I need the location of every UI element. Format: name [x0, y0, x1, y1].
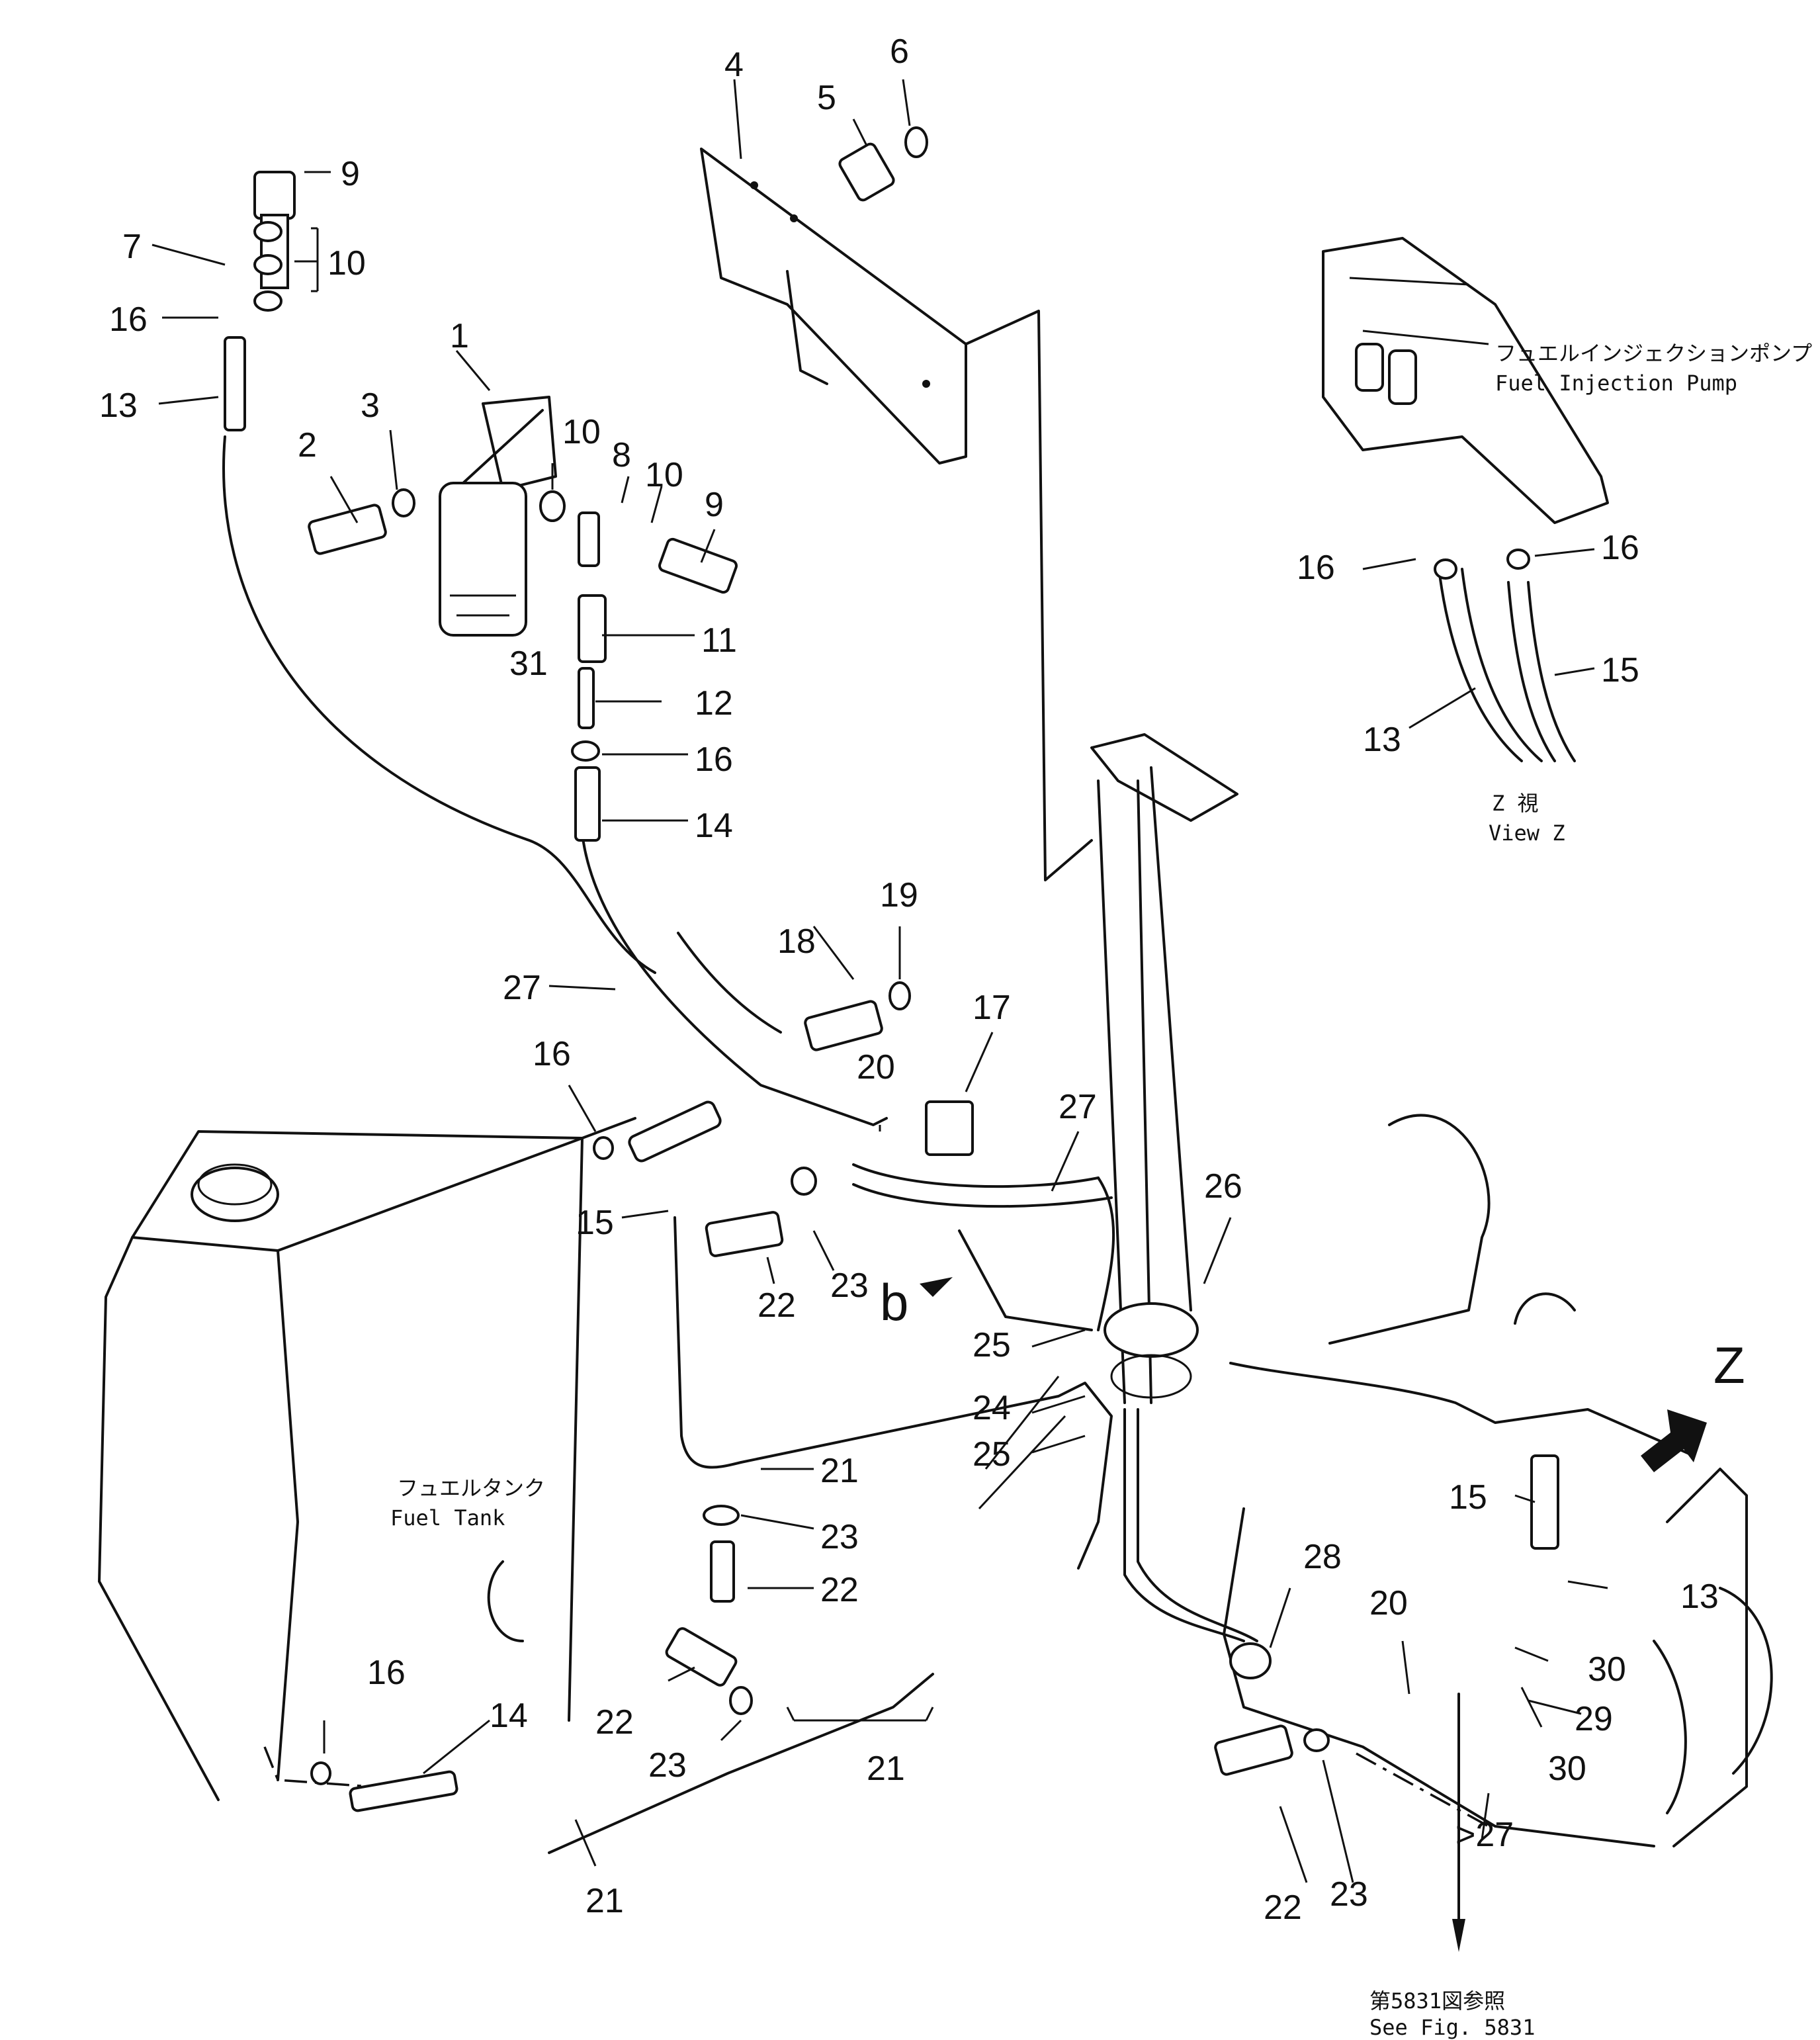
view-letter-b: b: [880, 1273, 908, 1331]
fuel-filter: [439, 396, 557, 637]
view-z-hoses: [1438, 568, 1576, 762]
callout-17: 17: [973, 989, 1011, 1027]
pump-label-jp: フュエルインジェクションポンプ: [1495, 341, 1812, 366]
callout-1: 1: [450, 317, 469, 355]
callout-22-bottom: 22: [595, 1703, 634, 1742]
callout-26: 26: [1204, 1167, 1242, 1206]
fuel-lines: [222, 435, 1258, 1854]
callout-21-bracket: 21: [867, 1750, 905, 1788]
view-z-label-jp: Z 視: [1492, 791, 1539, 816]
callout-19: 19: [880, 876, 918, 914]
see-fig-label-jp: 第5831図参照: [1369, 1988, 1505, 2014]
callout-10-mid: 10: [562, 413, 601, 451]
callout-16-tank: 16: [367, 1654, 406, 1692]
callout-16-left: 16: [533, 1035, 571, 1073]
fuel-injection-pump: [1322, 237, 1609, 524]
callout-30-top: 30: [1588, 1650, 1626, 1689]
callout-27-left: 27: [503, 969, 541, 1007]
callout-5: 5: [817, 79, 836, 117]
engine-outline: [1223, 1114, 1773, 1847]
callout-16-top: 16: [109, 300, 148, 339]
callout-11: 11: [701, 621, 737, 660]
callout-22-engine: 22: [1264, 1888, 1302, 1927]
callout-4: 4: [724, 46, 744, 84]
callout-12: 12: [695, 684, 733, 723]
z-arrow: [1641, 1409, 1707, 1472]
callout-15-z: 15: [1601, 651, 1639, 689]
support-frame: [958, 733, 1238, 1404]
callout-23-engine: 23: [1330, 1875, 1368, 1914]
callout-27-mid: 27: [1059, 1088, 1097, 1126]
callout-9-right: 9: [705, 486, 724, 524]
fuel-tank-label-jp: フュエルタンク: [397, 1476, 545, 1501]
callout-25-top: 25: [973, 1326, 1011, 1364]
pump-label-en: Fuel Injection Pump: [1495, 371, 1737, 396]
callout-22-mid: 22: [758, 1286, 796, 1325]
callout-8: 8: [612, 436, 631, 474]
callout-14-tank: 14: [490, 1697, 528, 1735]
callout-13-engine: 13: [1680, 1577, 1719, 1616]
callout-15-engine: 15: [1449, 1478, 1487, 1517]
callout-20-engine: 20: [1369, 1584, 1408, 1622]
fuel-tank: [98, 1117, 636, 1801]
callout-16-mid: 16: [695, 740, 733, 779]
callout-27-engine: >27: [1455, 1816, 1514, 1854]
callout-28: 28: [1303, 1538, 1342, 1576]
callout-10-right: 10: [645, 456, 683, 494]
callout-23-lower: 23: [820, 1518, 859, 1556]
callouts: 1 2 3 4 5 6 7 8 9 9 10 10 10 11 12 13 14…: [99, 32, 1719, 1927]
b-arrow: [920, 1277, 953, 1297]
callout-20-mid: 20: [857, 1048, 895, 1087]
see-fig-label-en: See Fig. 5831: [1369, 2015, 1535, 2040]
callout-7: 7: [122, 228, 142, 266]
callout-15-mid: 15: [576, 1204, 614, 1242]
callout-10-top: 10: [327, 244, 366, 283]
view-z-label-en: View Z: [1489, 820, 1565, 846]
fuel-tank-label-en: Fuel Tank: [390, 1505, 505, 1530]
fittings: [224, 126, 1559, 1812]
leader-lines: [152, 79, 1608, 1883]
callout-25-bottom: 25: [973, 1435, 1011, 1474]
callout-21-top: 21: [820, 1452, 859, 1490]
callout-23-bottom: 23: [648, 1746, 687, 1785]
view-letter-z: Z: [1713, 1336, 1745, 1394]
callout-18: 18: [777, 922, 816, 961]
callout-16-z-left: 16: [1297, 549, 1335, 587]
callout-24: 24: [973, 1389, 1011, 1427]
callout-23-mid: 23: [830, 1266, 869, 1305]
callout-22-lower: 22: [820, 1571, 859, 1609]
see-arrow: [1452, 1919, 1465, 1952]
callout-21-bottom: 21: [585, 1882, 624, 1920]
callout-30-bottom: 30: [1548, 1750, 1586, 1788]
callout-14-top: 14: [695, 807, 733, 845]
callout-31: 31: [509, 644, 548, 683]
mounting-bracket: [700, 148, 1093, 881]
callout-2: 2: [298, 426, 317, 465]
callout-6: 6: [890, 32, 909, 71]
callout-29: 29: [1575, 1700, 1613, 1738]
text-labels: フュエルインジェクションポンプ Fuel Injection Pump Z 視 …: [390, 341, 1812, 2040]
callout-3: 3: [361, 386, 380, 425]
callout-16-z-right: 16: [1601, 529, 1639, 567]
callout-13-top: 13: [99, 386, 138, 425]
callout-9-top: 9: [341, 155, 360, 193]
callout-13-z: 13: [1363, 721, 1401, 759]
